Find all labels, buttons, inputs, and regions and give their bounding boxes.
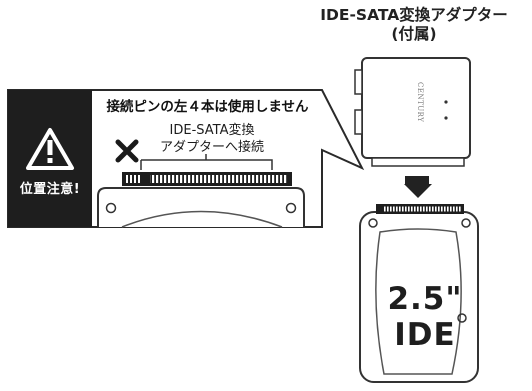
pin-usage-headline: 接続ピンの左４本は使用しません (106, 99, 309, 115)
ide-sata-adapter (354, 57, 471, 167)
callout-drive-edge (97, 172, 305, 228)
pin-note-line2: アダプターへ接続 (159, 140, 264, 155)
warning-icon-overlay (26, 128, 74, 170)
pin-bracket-lines (140, 154, 273, 170)
hdd-size-label: 2.5" (387, 281, 463, 317)
callout-connector-pins (126, 175, 140, 183)
caution-label: 位置注意! (19, 182, 81, 197)
pin-note-line1: IDE-SATA変換 (169, 123, 255, 138)
hdd-interface-label: IDE (394, 317, 456, 353)
adapter-subtitle: (付属) (391, 25, 437, 43)
not-used-x-icon (115, 139, 139, 163)
adapter-brand: CENTURY (416, 82, 424, 123)
callout-connector-comb (150, 175, 288, 183)
hdd-2-5-ide (359, 204, 479, 383)
insert-arrow-icon (404, 176, 432, 198)
adapter-title: IDE-SATA変換アダプター (320, 6, 508, 24)
